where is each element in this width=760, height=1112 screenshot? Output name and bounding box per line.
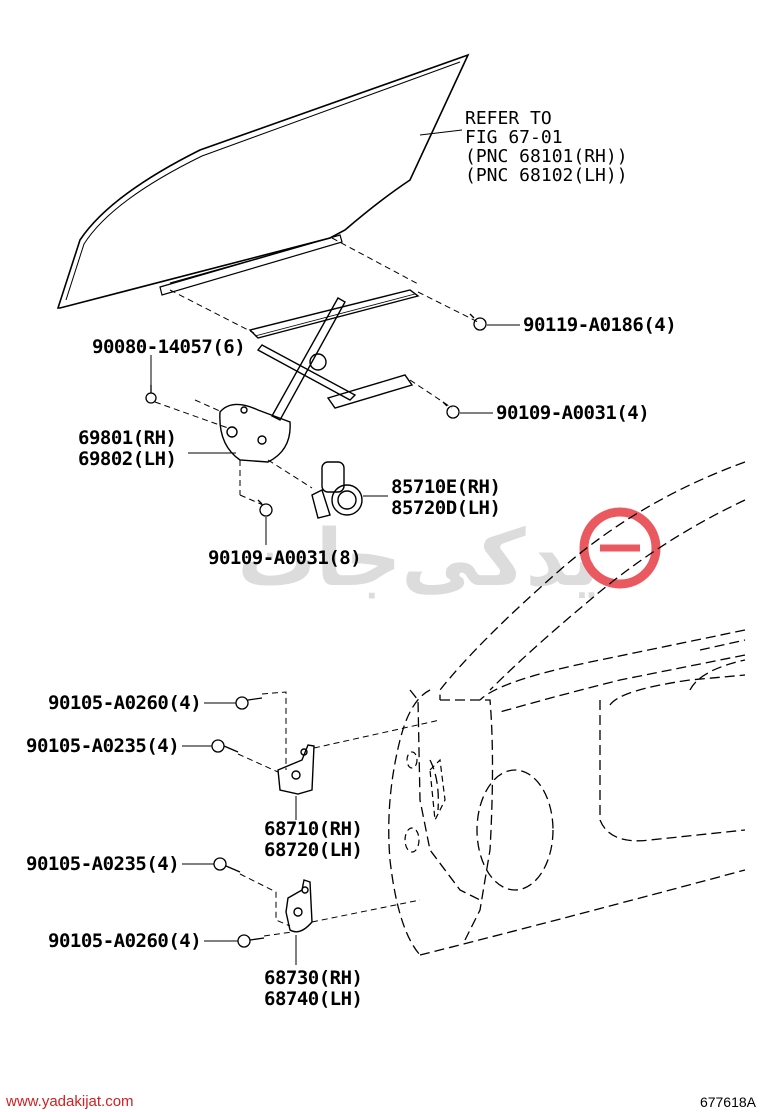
- label-upper-hinge-bolt-b: 90105-A0235(4): [26, 735, 179, 757]
- leaders-upper-hinge: [182, 702, 297, 820]
- watermark-logo-icon: [579, 507, 661, 589]
- label-upper-hinge-rh: 68710(RH): [264, 818, 362, 840]
- label-motor-lh: 85720D(LH): [391, 497, 500, 519]
- assembly-dashed-lines: [154, 237, 479, 506]
- refer-leader: [419, 129, 463, 136]
- lower-hinge: [285, 879, 313, 933]
- leaders-upper: [150, 324, 520, 545]
- label-regulator-rh: 69801(RH): [78, 427, 176, 449]
- watermark: یدکی‌جات: [237, 507, 661, 604]
- figure-id: 677618A: [699, 1094, 756, 1110]
- bolt-90109-motor-icon: [257, 499, 273, 517]
- label-upper-hinge-bolt-a: 90105-A0260(4): [48, 692, 201, 714]
- label-lower-hinge-lh: 68740(LH): [264, 988, 362, 1010]
- door-holes: [404, 751, 446, 853]
- refer-line-3: (PNC 68101(RH)): [465, 146, 628, 167]
- label-bolt-channel: 90109-A0031(4): [496, 402, 649, 424]
- door-speaker-opening: [476, 769, 554, 891]
- bolt-90109-channel-icon: [442, 401, 460, 419]
- refer-line-2: FIG 67-01: [465, 127, 563, 148]
- label-motor-rh: 85710E(RH): [391, 476, 500, 498]
- label-upper-hinge-lh: 68720(LH): [264, 839, 362, 861]
- window-glass: [56, 53, 470, 309]
- lower-hinge-bolts: [213, 857, 265, 948]
- upper-hinge-dashed: [237, 691, 441, 773]
- refer-line-1: REFER TO: [465, 108, 552, 129]
- door-body: [388, 461, 746, 956]
- bolt-90119-icon: [469, 313, 487, 331]
- label-bolt-regulator: 90080-14057(6): [92, 336, 245, 358]
- label-regulator-lh: 69802(LH): [78, 448, 176, 470]
- leaders-lower-hinge: [182, 863, 297, 965]
- upper-hinge: [277, 744, 315, 795]
- upper-hinge-bolts: [211, 696, 263, 753]
- label-lower-hinge-bolt-b: 90105-A0260(4): [48, 930, 201, 952]
- regulator-motor: [311, 461, 363, 519]
- site-url[interactable]: www.yadakijat.com: [6, 1093, 134, 1110]
- label-lower-hinge-bolt-a: 90105-A0235(4): [26, 853, 179, 875]
- bolt-90080-icon: [145, 385, 157, 404]
- label-bolt-motor: 90109-A0031(8): [208, 547, 361, 569]
- label-lower-hinge-rh: 68730(RH): [264, 967, 362, 989]
- glass-hatch: [169, 237, 331, 284]
- refer-line-4: (PNC 68102(LH)): [465, 165, 628, 186]
- window-regulator: [219, 289, 420, 463]
- lower-hinge-dashed: [239, 873, 421, 937]
- label-bolt-glass: 90119-A0186(4): [523, 314, 676, 336]
- refer-note: REFER TO FIG 67-01 (PNC 68101(RH)) (PNC …: [465, 108, 628, 186]
